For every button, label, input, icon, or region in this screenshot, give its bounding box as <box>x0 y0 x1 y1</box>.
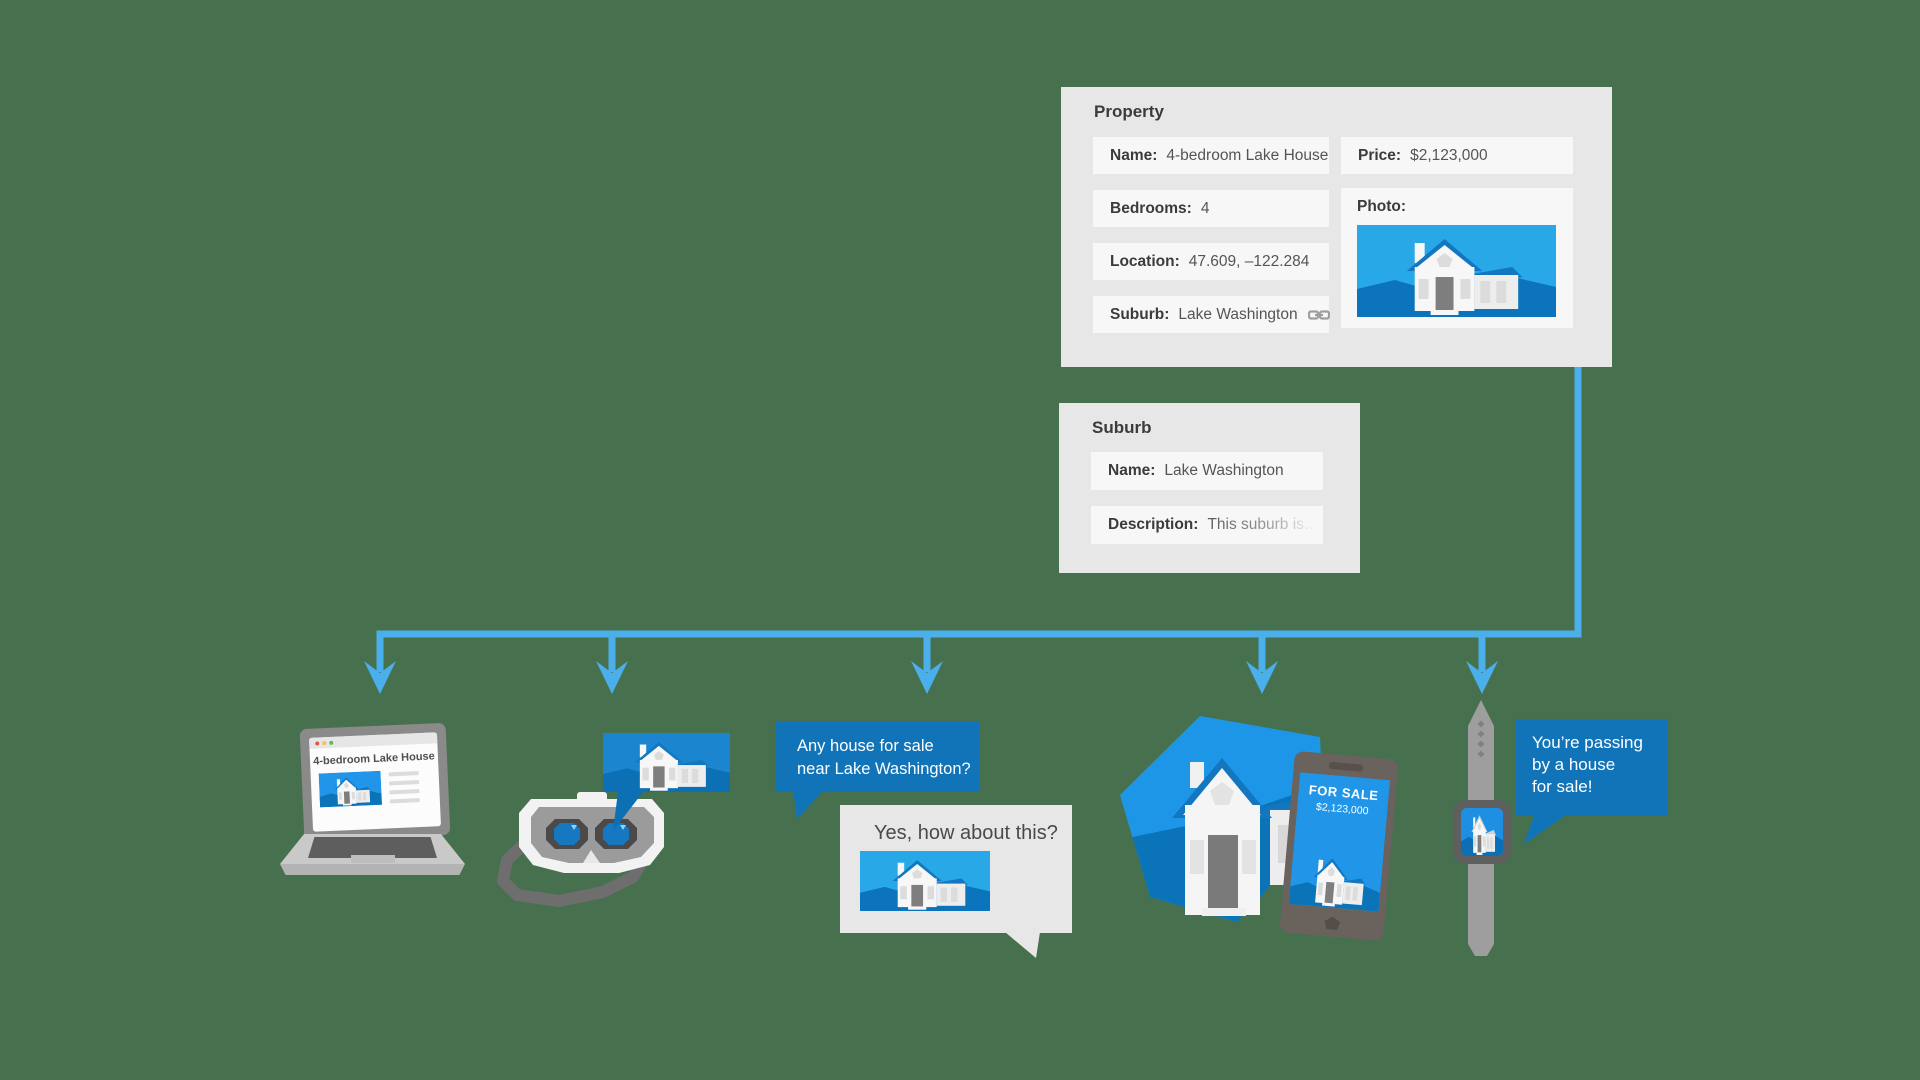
vr-projection-beam <box>613 792 643 831</box>
scene-polygon <box>1120 716 1324 922</box>
chat-house-image <box>860 851 990 911</box>
browser-title-bar <box>309 732 438 749</box>
vr-house-callout <box>603 733 730 792</box>
phone-home-button <box>1324 916 1341 930</box>
laptop-screen-bezel: 4-bedroom Lake House <box>299 722 451 842</box>
property-field-photo: Photo: <box>1341 188 1573 328</box>
ar-scene-illustration: FOR SALE $2,123,000 <box>1108 700 1408 945</box>
chat-conversation-illustration: Any house for sale near Lake Washington?… <box>775 720 1085 965</box>
listing-photo <box>318 770 382 808</box>
arrow-down-icon <box>1466 661 1498 694</box>
vr-nose-notch <box>583 850 600 863</box>
suburb-field-name: Name: Lake Washington <box>1091 452 1323 490</box>
property-field-bedrooms: Bedrooms: 4 <box>1093 190 1329 227</box>
notification-bubble-tail <box>1524 815 1566 844</box>
laptop-trackpad <box>351 855 395 863</box>
watch-screen <box>1461 808 1503 856</box>
smartwatch-illustration: You’re passing by a house for sale! <box>1448 698 1678 963</box>
suburb-card: Suburb Name: Lake Washington Description… <box>1059 403 1360 573</box>
property-field-price: Price: $2,123,000 <box>1341 137 1573 174</box>
listing-page-content <box>310 762 440 808</box>
watch-body <box>1453 800 1511 864</box>
notification-line1: You’re passing <box>1532 733 1643 752</box>
field-label: Description: <box>1108 516 1199 533</box>
chat-question-line1: Any house for sale <box>797 737 934 755</box>
field-value: $2,123,000 <box>1410 146 1488 164</box>
field-value: 47.609, –122.284 <box>1188 252 1310 270</box>
window-minimize-icon <box>322 740 327 745</box>
laptop-illustration: 4-bedroom Lake House <box>280 722 465 887</box>
laptop-front-edge <box>280 864 465 875</box>
property-card-title: Property <box>1094 102 1164 121</box>
notification-line3: for sale! <box>1532 777 1593 796</box>
watch-notification-bubble: You’re passing by a house for sale! <box>1516 719 1668 816</box>
phone-house-image <box>1288 846 1384 912</box>
phone-screen: FOR SALE $2,123,000 <box>1288 772 1390 912</box>
arrow-down-icon <box>1246 661 1278 694</box>
suburb-field-description: Description: This suburb is… <box>1091 506 1323 544</box>
phone-speaker <box>1328 761 1364 772</box>
property-field-location: Location: 47.609, –122.284 <box>1093 243 1329 280</box>
chat-answer-bubble: Yes, how about this? <box>840 805 1072 933</box>
chat-question-bubble: Any house for sale near Lake Washington? <box>775 722 980 792</box>
laptop-browser-window: 4-bedroom Lake House <box>309 732 441 832</box>
field-label: Bedrooms: <box>1110 199 1192 217</box>
house-photo-image <box>1357 225 1556 317</box>
field-label: Photo: <box>1357 198 1407 215</box>
field-label: Location: <box>1110 252 1180 270</box>
window-close-icon <box>315 740 320 746</box>
field-label: Price: <box>1358 146 1402 164</box>
field-value: 4-bedroom Lake House <box>1166 146 1329 164</box>
suburb-card-title: Suburb <box>1092 418 1152 437</box>
notification-line2: by a house <box>1532 755 1616 774</box>
field-label: Name: <box>1110 146 1158 164</box>
vr-goggles <box>519 792 664 873</box>
property-field-name: Name: 4-bedroom Lake House <box>1093 137 1329 174</box>
watch-strap <box>1468 700 1494 956</box>
chat-bubble-tails <box>793 791 1040 958</box>
field-label: Suburb: <box>1110 305 1170 323</box>
phone-illustration: FOR SALE $2,123,000 <box>1279 750 1399 942</box>
chat-answer-text: Yes, how about this? <box>874 822 1058 844</box>
arrow-down-icon <box>364 661 396 694</box>
vr-headset-illustration <box>495 725 745 925</box>
arrow-down-icon <box>596 661 628 694</box>
field-value: 4 <box>1200 199 1210 217</box>
window-maximize-icon <box>329 740 334 745</box>
property-field-suburb: Suburb: Lake Washington <box>1093 296 1330 333</box>
field-label: Name: <box>1108 462 1156 479</box>
link-icon <box>1307 309 1330 320</box>
field-value-truncated: This suburb is… <box>1207 516 1320 533</box>
chat-question-line2: near Lake Washington? <box>797 760 971 778</box>
field-value: Lake Washington <box>1178 305 1298 323</box>
arrow-down-icon <box>911 661 943 694</box>
property-card: Property Name: 4-bedroom Lake House Bedr… <box>1061 87 1612 367</box>
connector-trunk-line <box>376 367 1582 672</box>
field-value: Lake Washington <box>1164 462 1284 479</box>
placeholder-text-lines <box>388 771 420 804</box>
laptop-keyboard <box>308 837 437 858</box>
